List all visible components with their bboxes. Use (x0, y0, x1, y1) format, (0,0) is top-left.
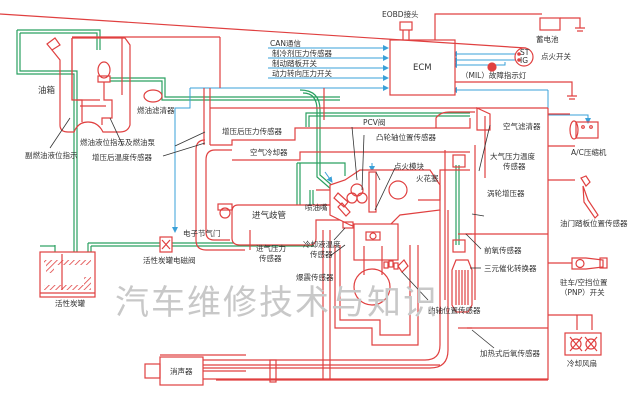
label-aux-fuel-level: 副燃油液位指示 (25, 150, 78, 160)
label-catalyst: 三元催化转换器 (484, 263, 537, 273)
component-labels: 油箱 副燃油液位指示 燃油液位指示及燃油泵 燃油滤清器 增压后温度传感器 增压后… (25, 9, 628, 376)
label-ig: IG (520, 56, 528, 65)
signal-lines (172, 45, 591, 233)
label-can: CAN通信 (270, 38, 301, 48)
label-mil: （MIL）故障指示灯 (461, 70, 527, 80)
label-eobd: EOBD接头 (382, 9, 419, 19)
label-knock-sensor: 爆震传感器 (296, 272, 334, 282)
label-pnp-1: 驻车/空挡位置 (560, 277, 608, 287)
electrical-and-mechanical (0, 13, 608, 386)
label-ac-compressor: A/C压缩机 (571, 147, 607, 157)
label-throttle: 电子节气门 (183, 228, 221, 238)
label-battery: 蓄电池 (536, 34, 559, 44)
label-injector: 喷油嘴 (305, 202, 328, 212)
ecm-box-label: ECM (413, 63, 432, 73)
label-ac-pressure-sensor: 制冷剂压力传感器 (272, 48, 332, 58)
label-fuel-tank: 油箱 (38, 85, 56, 96)
label-baro-sensor-1: 大气压力温度 (490, 151, 535, 161)
label-crank-sensor: 曲轴位置传感器 (428, 305, 481, 315)
label-st: ST (520, 48, 530, 57)
label-spark-plug: 火花塞 (416, 173, 439, 183)
label-fuel-level-pump: 燃油液位指示及燃油泵 (80, 137, 155, 147)
label-map-sensor-2: 传感器 (259, 253, 282, 263)
leader-lines (49, 117, 495, 349)
label-cam-sensor: 凸轮轴位置传感器 (376, 132, 436, 142)
label-front-o2: 前氧传感器 (484, 245, 522, 255)
label-boost-pressure-sensor: 增压后压力传感器 (222, 126, 282, 136)
label-brake-switch: 制动踏板开关 (272, 58, 317, 68)
label-ps-pressure-switch: 动力转向压力开关 (272, 68, 332, 78)
label-ignition-switch: 点火开关 (541, 51, 571, 61)
label-muffler: 消声器 (170, 366, 193, 376)
label-air-filter: 空气滤清器 (503, 121, 541, 131)
watermark: 汽车维修技术与知识 (115, 283, 439, 323)
label-coolant-sensor-2: 传感器 (310, 249, 333, 259)
label-baro-sensor-2: 传感器 (503, 161, 526, 171)
label-cooling-fan: 冷却风扇 (567, 358, 597, 368)
label-map-sensor-1: 进气压力 (256, 243, 286, 253)
label-coolant-sensor-1: 冷却液温度 (303, 239, 341, 249)
label-canister: 活性炭罐 (55, 298, 85, 308)
label-purge-valve: 活性炭罐电磁阀 (143, 255, 196, 265)
label-fuel-filter: 燃油滤清器 (137, 105, 175, 115)
label-turbo: 涡轮增压器 (487, 188, 525, 198)
label-pedal-sensor: 油门踏板位置传感器 (560, 218, 628, 228)
label-intercooler: 空气冷却器 (250, 147, 288, 157)
label-pcv: PCV阀 (363, 118, 385, 127)
label-rear-o2: 加热式后氧传感器 (480, 348, 540, 358)
label-boost-temp-sensor: 增压后温度传感器 (92, 152, 152, 162)
label-ignition-module: 点火模块 (394, 161, 424, 171)
label-pnp-2: （PNP）开关 (560, 287, 605, 297)
label-intake-manifold: 进气歧管 (252, 210, 286, 221)
